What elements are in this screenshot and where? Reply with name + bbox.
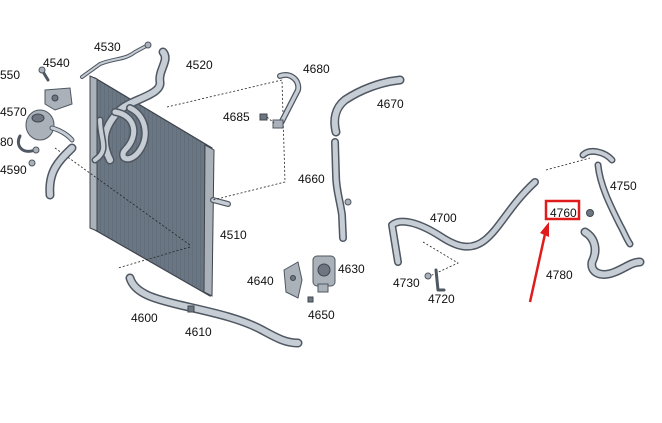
pipe-4530 [80, 41, 152, 79]
label-4600: 4600 [131, 311, 158, 325]
label-4685: 4685 [223, 110, 250, 124]
label-4570: 4570 [0, 105, 27, 119]
bracket-4540 [44, 87, 73, 111]
clip-4685 [259, 113, 268, 121]
expansion-tank-4570 [25, 109, 75, 143]
leader-4685 [266, 116, 275, 124]
label-4640: 4640 [247, 274, 274, 288]
label-4700: 4700 [430, 211, 457, 225]
pipe-4680 [272, 72, 302, 129]
hose-4660 [331, 138, 352, 242]
part-4590 [28, 159, 36, 167]
hose-4600 [125, 273, 303, 348]
radiator-4510 [89, 75, 231, 298]
clip-4610 [187, 305, 195, 313]
bracket-4720 [434, 268, 446, 292]
hose-4520 [91, 47, 170, 165]
label-4540: 4540 [43, 56, 70, 70]
label-4660: 4660 [298, 172, 325, 186]
label-4510: 4510 [220, 228, 247, 242]
label-4760: 4760 [550, 206, 577, 220]
label-4780: 4780 [546, 268, 573, 282]
label-4750: 4750 [610, 179, 637, 193]
label-4520: 4520 [186, 58, 213, 72]
highlight-box [544, 199, 581, 221]
pipe-4700 [388, 178, 539, 266]
label-4650: 4650 [308, 308, 335, 322]
part-550 [38, 66, 50, 82]
label-4720: 4720 [428, 292, 455, 306]
leader-4750 [545, 157, 591, 171]
hose-4750 [579, 147, 634, 248]
label-4530: 4530 [94, 40, 121, 54]
label-4670: 4670 [377, 97, 404, 111]
label-80: 80 [0, 135, 14, 149]
leader-4730 [422, 241, 459, 277]
label-550: 550 [0, 68, 20, 82]
label-4610: 4610 [185, 325, 212, 339]
bolt-4650 [307, 296, 314, 303]
clip-4760 [586, 209, 594, 217]
label-4590: 4590 [0, 163, 27, 177]
leader-4520 [166, 79, 286, 201]
hose-lower-left [45, 143, 77, 200]
label-4730: 4730 [393, 276, 420, 290]
leader-4510-bottom [117, 246, 191, 269]
bracket-4640 [283, 261, 303, 299]
label-4630: 4630 [338, 262, 365, 276]
part-4730 [424, 272, 432, 280]
hose-4780 [580, 227, 645, 279]
label-4680: 4680 [303, 62, 330, 76]
highlight-arrow [528, 222, 549, 303]
pump-4630 [312, 255, 336, 293]
hose-4670 [330, 75, 405, 137]
hose-80 [16, 134, 40, 154]
